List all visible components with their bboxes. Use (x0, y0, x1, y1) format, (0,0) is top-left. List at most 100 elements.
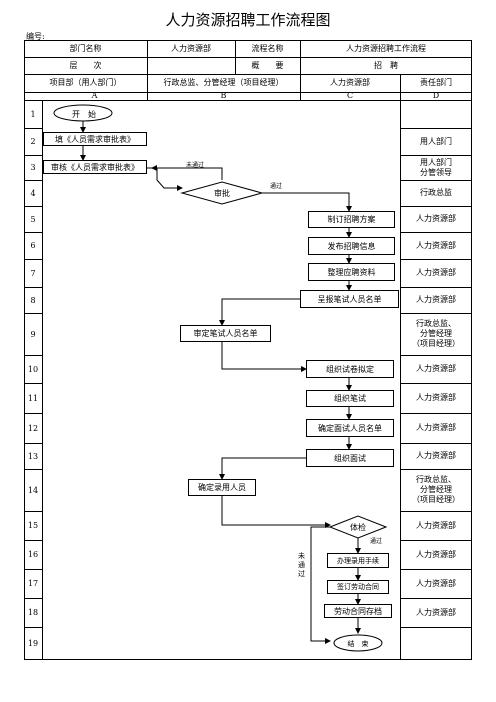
grid-line (400, 287, 472, 288)
row-number: 14 (27, 485, 39, 495)
row-number: 9 (30, 329, 36, 339)
grid-line (400, 155, 472, 156)
header-divider (300, 40, 301, 74)
header-divider (235, 40, 236, 74)
header-divider (300, 74, 301, 100)
fill-form-step: 填《人员需求审批表》 (43, 132, 147, 146)
dept-name-label: 部门名称 (69, 43, 102, 53)
row-number: 16 (27, 550, 39, 559)
grid-line (24, 128, 42, 129)
grid-line (24, 232, 42, 233)
responsible-dept: 人力资源部 (416, 423, 456, 432)
grid-line (24, 287, 42, 288)
grid-line (400, 206, 472, 207)
make-plan-step: 制订招聘方案 (308, 211, 395, 228)
summary-value: 招 聘 (374, 60, 398, 70)
row-number: 4 (30, 188, 36, 198)
hire-step: 确定录用人员 (188, 479, 256, 496)
responsible-dept: 人力资源部 (416, 520, 456, 530)
grid-line (400, 598, 472, 599)
row-number: 2 (30, 137, 36, 146)
row-number: 10 (27, 364, 39, 374)
end-terminator (333, 634, 383, 652)
grid-line (24, 355, 42, 356)
dept-name-value: 人力资源部 (171, 43, 211, 53)
grid-line (24, 511, 42, 512)
grid-line (24, 540, 42, 541)
grid-line (400, 569, 472, 570)
responsible-dept: 人力资源部 (416, 451, 456, 460)
grid-line (400, 100, 401, 660)
responsible-dept: 用人部门 分管领导 (420, 157, 452, 177)
row-number: 6 (30, 241, 36, 250)
col-a-label: 项目部（用人部门） (49, 78, 122, 88)
row-number: 1 (30, 109, 36, 119)
grid-line (24, 569, 42, 570)
row-number: 13 (27, 451, 39, 461)
grid-line (24, 206, 42, 207)
responsible-dept: 行政总监、 分管经理 （项目经理） (412, 319, 460, 348)
col-letter-c: C (346, 91, 354, 101)
review-form-step: 审核《人员需求审批表》 (43, 160, 147, 174)
col-d-label: 责任部门 (420, 78, 452, 88)
grid-line (400, 540, 472, 541)
procedures-step: 办理录用手续 (327, 553, 389, 568)
responsible-dept: 行政总监 (420, 188, 452, 197)
passed-note: 通过 (270, 183, 283, 190)
grid-line (24, 443, 42, 444)
header-line (24, 92, 472, 93)
grid-line (24, 259, 42, 260)
grid-line (24, 413, 42, 414)
prepare-exam-step: 组织试卷拟定 (306, 360, 394, 378)
grid-line (24, 155, 42, 156)
written-exam-step: 组织笔试 (306, 390, 394, 407)
grid-line (400, 232, 472, 233)
grid-line (24, 627, 42, 628)
passed-note: 通过 (370, 538, 383, 545)
grid-line (400, 313, 472, 314)
grid-line (400, 259, 472, 260)
grid-line (24, 383, 42, 384)
physical-decision (328, 515, 388, 539)
col-letter-d: D (432, 91, 440, 101)
responsible-dept: 人力资源部 (416, 214, 456, 223)
organize-step: 整理应聘资料 (308, 263, 395, 281)
interview-step: 组织面试 (306, 449, 394, 467)
grid-line (24, 180, 42, 181)
grid-line (400, 511, 472, 512)
header-line (24, 74, 472, 75)
responsible-dept: 行政总监、 分管经理 （项目经理） (412, 475, 460, 504)
row-number: 7 (30, 268, 36, 278)
grid-line (24, 469, 42, 470)
responsible-dept: 人力资源部 (416, 364, 456, 373)
grid-line (400, 383, 472, 384)
page-title: 人力资源招聘工作流程图 (165, 11, 331, 29)
summary-label: 概 要 (251, 60, 284, 70)
level-label: 层 次 (69, 60, 102, 70)
col-letter-b: B (220, 91, 227, 101)
process-name-label: 流程名称 (251, 43, 284, 53)
header-line (24, 57, 472, 58)
start-label: 开 始 (72, 109, 96, 119)
physical-label: 体检 (350, 522, 366, 532)
submit-list-step: 呈报笔试人员名单 (300, 290, 399, 308)
responsible-dept: 人力资源部 (416, 578, 456, 588)
contract-step: 签订劳动合同 (327, 580, 389, 594)
not-passed-vertical-note: 未 通 过 (298, 552, 305, 579)
col-b-label: 行政总监、分管经理（项目经理） (163, 78, 284, 88)
row-number: 12 (27, 423, 39, 433)
end-label: 结 束 (347, 639, 369, 648)
col-letter-a: A (91, 91, 98, 101)
process-name-value: 人力资源招聘工作流程 (346, 43, 426, 53)
grid-line (400, 355, 472, 356)
confirm-list-step: 审定笔试人员名单 (180, 325, 271, 342)
grid-line (400, 180, 472, 181)
row-number: 17 (27, 579, 39, 588)
responsible-dept: 人力资源部 (416, 607, 456, 617)
responsible-dept: 人力资源部 (416, 393, 456, 402)
row-number: 5 (30, 214, 36, 224)
grid-line (400, 469, 472, 470)
row-number: 11 (27, 393, 39, 403)
responsible-dept: 用人部门 (420, 136, 452, 146)
